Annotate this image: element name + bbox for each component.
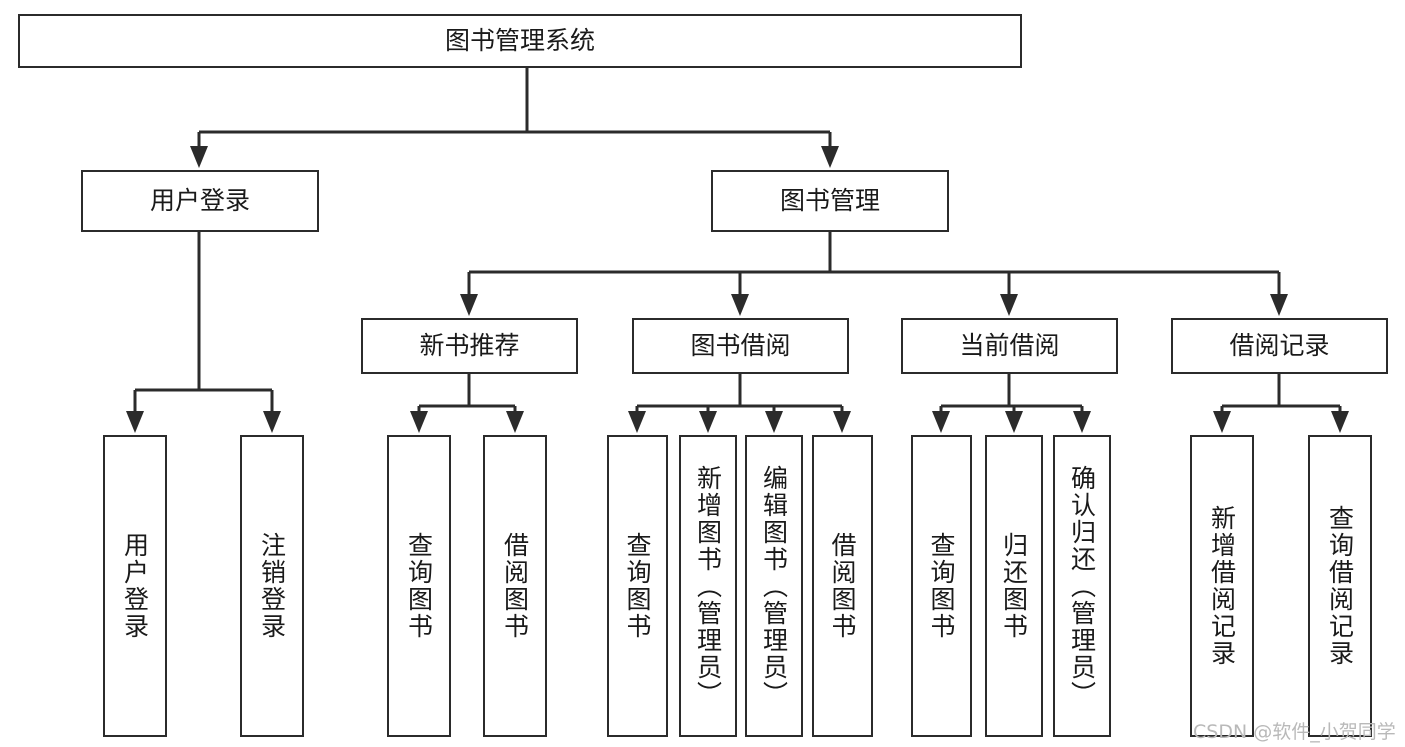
node-leaves-4[interactable]: 查询图书: [607, 435, 668, 737]
node-label: 编辑图书（管理员）: [759, 464, 789, 708]
node-leaves-9[interactable]: 归还图书: [985, 435, 1043, 737]
node-level3-0[interactable]: 新书推荐: [361, 318, 578, 374]
node-leaves-3[interactable]: 借阅图书: [483, 435, 547, 737]
node-label: 新书推荐: [419, 331, 520, 361]
node-label: 用户登录: [149, 186, 250, 216]
node-leaves-10[interactable]: 确认归还（管理员）: [1053, 435, 1111, 737]
node-level3-3[interactable]: 借阅记录: [1171, 318, 1388, 374]
node-level3-1[interactable]: 图书借阅: [632, 318, 849, 374]
node-label: 查询借阅记录: [1325, 505, 1355, 667]
node-leaves-12[interactable]: 查询借阅记录: [1308, 435, 1372, 737]
node-label: 借阅记录: [1229, 331, 1330, 361]
node-label: 当前借阅: [959, 331, 1060, 361]
node-label: 查询图书: [623, 532, 652, 640]
node-leaves-1[interactable]: 注销登录: [240, 435, 304, 737]
node-label: 图书借阅: [690, 331, 791, 361]
node-label: 借阅图书: [500, 532, 530, 640]
node-leaves-11[interactable]: 新增借阅记录: [1190, 435, 1254, 737]
csdn-watermark: CSDN @软件_小贺同学: [1193, 721, 1396, 743]
node-label: 归还图书: [999, 532, 1029, 640]
node-level2-0[interactable]: 用户登录: [81, 170, 319, 232]
node-leaves-2[interactable]: 查询图书: [387, 435, 451, 737]
node-label: 查询图书: [927, 532, 956, 640]
node-label: 图书管理: [779, 186, 880, 216]
node-label: 用户登录: [120, 532, 150, 640]
node-leaves-6[interactable]: 编辑图书（管理员）: [745, 435, 803, 737]
node-level2-1[interactable]: 图书管理: [711, 170, 949, 232]
node-level3-2[interactable]: 当前借阅: [901, 318, 1118, 374]
node-label: 注销登录: [257, 532, 287, 640]
node-label: 借阅图书: [828, 532, 857, 640]
node-label: 确认归还（管理员）: [1067, 464, 1097, 708]
node-root-book-management-system[interactable]: 图书管理系统: [18, 14, 1022, 68]
node-label: 新增图书（管理员）: [693, 464, 723, 708]
node-label: 查询图书: [404, 532, 434, 640]
node-leaves-8[interactable]: 查询图书: [911, 435, 972, 737]
node-label: 图书管理系统: [444, 26, 595, 56]
node-leaves-0[interactable]: 用户登录: [103, 435, 167, 737]
node-leaves-7[interactable]: 借阅图书: [812, 435, 873, 737]
node-leaves-5[interactable]: 新增图书（管理员）: [679, 435, 737, 737]
node-label: 新增借阅记录: [1207, 505, 1237, 667]
